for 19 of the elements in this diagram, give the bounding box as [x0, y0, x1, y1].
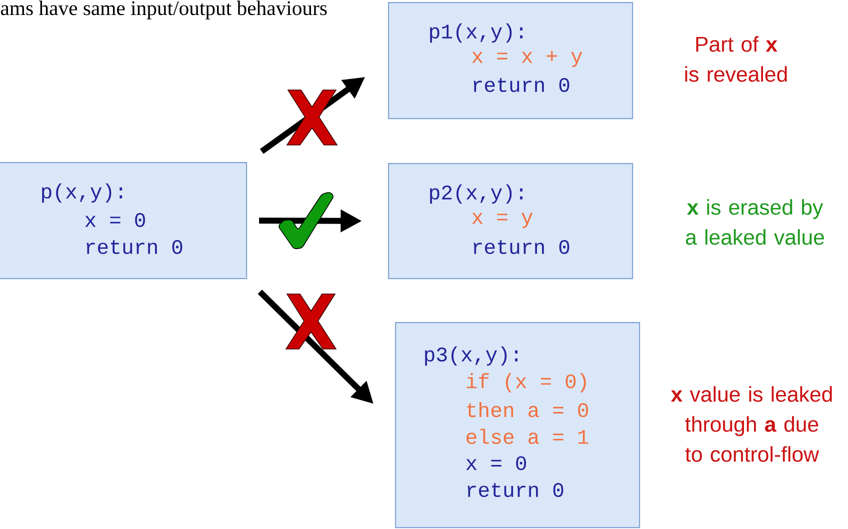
code-line: if (x = 0)	[466, 373, 586, 392]
code-line: p2(x,y):	[430, 184, 522, 204]
code-line: return 0	[86, 240, 182, 254]
annotation: x value is leaked through a due to control-flow	[670, 386, 832, 462]
code-line: return 0	[474, 78, 570, 92]
code-line: p3(x,y):	[425, 346, 518, 366]
annotation: x is erased by a leaked value	[686, 199, 824, 245]
code-line: return 0	[474, 240, 570, 254]
code-line: x = 0	[466, 456, 526, 470]
heading: ams have same input/output behaviours	[1, 0, 327, 20]
code-line: else a = 1	[466, 428, 588, 444]
code-line: then a = 0	[467, 402, 588, 418]
code-line: return 0	[468, 483, 564, 498]
code-line: x = x + y	[472, 50, 582, 68]
annotation: Part of x is revealed	[685, 36, 787, 82]
code-line: x = 0	[85, 213, 145, 228]
code-line: x = y	[472, 212, 533, 228]
code-line: p1(x,y):	[430, 23, 522, 43]
code-line: p(x,y):	[42, 183, 122, 203]
